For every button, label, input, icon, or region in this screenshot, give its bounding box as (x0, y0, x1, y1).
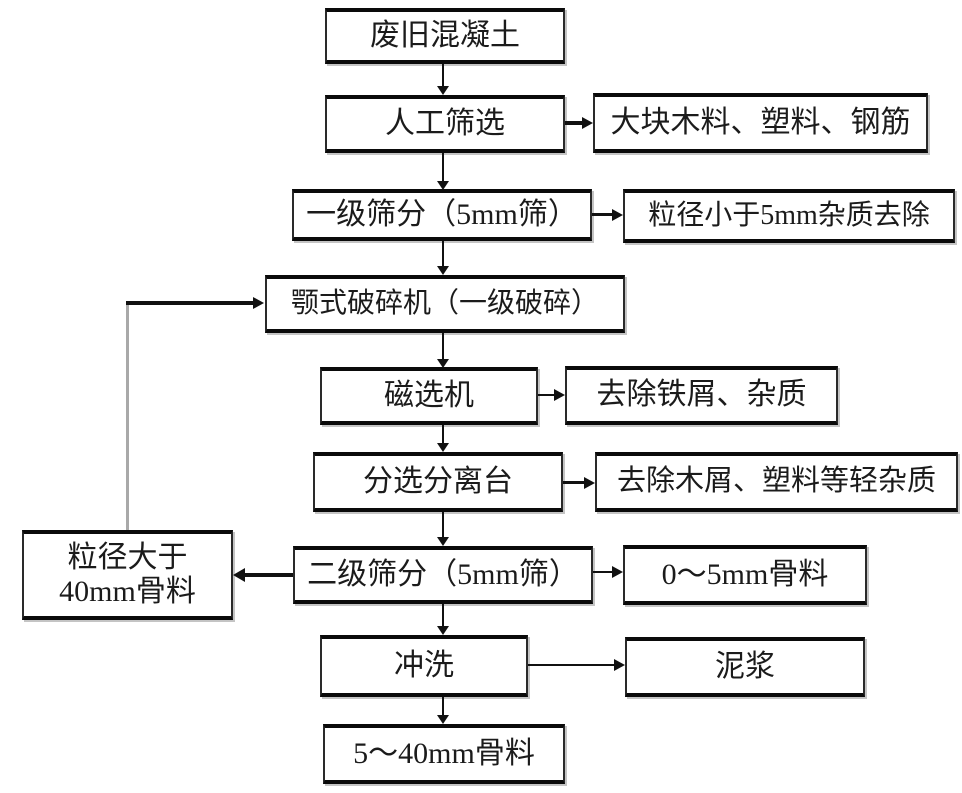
arrowhead-secondary-to-washing (437, 626, 449, 635)
node-magnetic-separator: 磁选机 (320, 367, 538, 425)
arrowhead-washing-to-slurry (614, 659, 625, 671)
oversize-aggregate-line2: 40mm骨料 (59, 575, 196, 608)
node-iron-removal: 去除铁屑、杂质 (565, 366, 838, 425)
arrow-line-primary-to-impurities (592, 213, 613, 216)
arrowhead-magnetic-to-iron (554, 389, 565, 401)
node-large-debris: 大块木料、塑料、钢筋 (593, 93, 928, 153)
arrow-line-sorting-to-light (563, 481, 585, 484)
arrowhead-washing-to-product (437, 715, 449, 724)
node-light-impurities: 去除木屑、塑料等轻杂质 (595, 452, 958, 512)
node-fine-impurities: 粒径小于5mm杂质去除 (623, 189, 955, 243)
node-jaw-crusher: 颚式破碎机（一级破碎） (265, 275, 625, 333)
arrowhead-feedback-to-crusher (253, 297, 264, 309)
arrowhead-primary-to-impurities (612, 209, 623, 221)
node-fine-aggregate: 0～5mm骨料 (623, 545, 867, 605)
arrow-line-washing-to-product (442, 697, 444, 716)
arrowhead-secondary-to-fine (612, 566, 623, 578)
arrow-line-primary-to-crusher (442, 241, 444, 267)
feedback-line-horizontal (126, 301, 254, 305)
arrowhead-manual-to-primary (437, 181, 449, 190)
node-primary-screening: 一级筛分（5mm筛） (292, 189, 592, 241)
arrow-line-sorting-to-secondary (442, 512, 444, 538)
node-manual-screening: 人工筛选 (325, 95, 565, 153)
oversize-aggregate-line1: 粒径大于 (67, 540, 188, 574)
arrow-line-secondary-to-fine (593, 571, 613, 573)
arrowhead-manual-to-debris (582, 117, 593, 129)
arrowhead-waste-to-manual (437, 86, 449, 95)
arrowhead-sorting-to-light (584, 477, 595, 489)
arrowhead-magnetic-to-sorting (437, 443, 449, 452)
arrow-line-waste-to-manual (442, 64, 444, 87)
feedback-line-vertical (126, 303, 129, 530)
node-oversize-aggregate: 粒径大于 40mm骨料 (22, 530, 233, 620)
arrow-line-secondary-to-washing (442, 604, 444, 627)
arrow-line-secondary-to-oversize (245, 573, 293, 577)
arrow-line-washing-to-slurry (528, 664, 615, 666)
node-sorting-table: 分选分离台 (313, 452, 563, 512)
arrow-line-magnetic-to-sorting (442, 425, 444, 444)
arrowhead-secondary-to-oversize (233, 568, 245, 582)
arrowhead-sorting-to-secondary (437, 537, 449, 546)
arrowhead-primary-to-crusher (437, 266, 449, 275)
arrow-line-magnetic-to-iron (538, 394, 555, 396)
node-secondary-screening: 二级筛分（5mm筛） (293, 546, 593, 604)
node-waste-concrete: 废旧混凝土 (325, 8, 565, 64)
node-washing: 冲洗 (320, 635, 528, 697)
arrowhead-crusher-to-magnetic (437, 359, 449, 368)
arrow-line-manual-to-primary (442, 153, 444, 182)
node-slurry: 泥浆 (625, 637, 865, 697)
arrow-line-crusher-to-magnetic (442, 333, 444, 360)
node-product-aggregate: 5～40mm骨料 (323, 724, 565, 784)
arrow-line-manual-to-debris (565, 121, 583, 125)
